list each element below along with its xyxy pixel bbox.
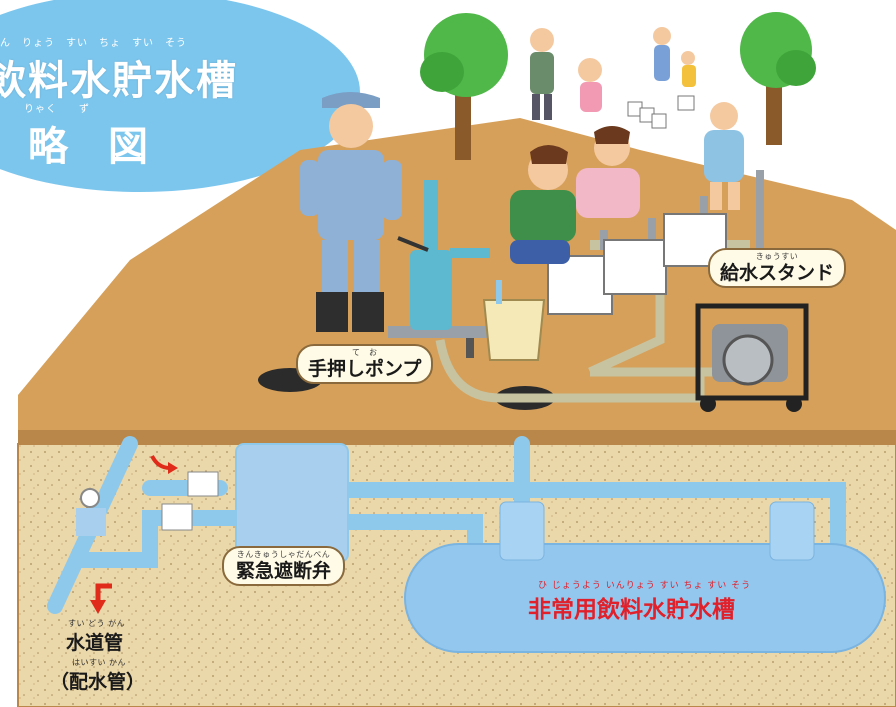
water-containers-front (547, 213, 727, 315)
tank-label-ruby: ひ じょうよう いんりょう すい ちょ すい そう (538, 581, 752, 591)
label-emergency-valve-ruby: きんきゅうしゃだんべん (236, 550, 331, 559)
person-woman-apron (704, 102, 744, 210)
label-water-stand-text: 給水スタンド (720, 262, 835, 284)
distribution-pipe-ruby: はいすい かん (72, 658, 127, 667)
flow-arrow-lower (95, 583, 112, 604)
title-sub-ruby: りゃく ず (24, 104, 90, 115)
gate-valve (76, 488, 106, 536)
engine-pump (695, 303, 809, 412)
title-ruby: ん りょう すい ちょ すい そう (0, 38, 187, 49)
water-containers-row (627, 95, 695, 129)
person-kneeling-boy (510, 145, 576, 264)
ground-edge (18, 430, 896, 444)
tank-riser-left (499, 501, 545, 561)
ground-surface (18, 118, 896, 430)
person-woman-back (653, 27, 671, 81)
page-subtitle: 略 図 (28, 124, 148, 170)
distribution-pipe-label: （配水管） (50, 671, 146, 693)
person-child-back (681, 51, 696, 87)
label-hand-pump: て お 手押しポンプ (296, 344, 434, 384)
tree-left (420, 13, 508, 160)
label-emergency-valve: きんきゅうしゃだんべん 緊急遮断弁 (222, 546, 346, 586)
flow-arrow-upper-head (168, 462, 178, 474)
flow-arrow-lower-head (90, 600, 106, 614)
label-water-stand: きゅうすい 給水スタンド (708, 248, 847, 288)
person-kneeling-girl (576, 126, 640, 218)
bucket (482, 280, 546, 361)
tank-riser-right (769, 501, 815, 561)
person-old-man (530, 28, 554, 120)
person-girl (578, 58, 602, 112)
water-main-label: 水道管 (66, 632, 124, 654)
water-main-ruby: すい どう かん (68, 619, 126, 628)
tank-label: 非常用飲料水貯水槽 (528, 597, 735, 623)
label-hand-pump-ruby: て お (351, 348, 378, 357)
emergency-tank (404, 543, 886, 653)
page-title: 飲料水貯水槽 (0, 58, 238, 104)
hand-pump (388, 180, 498, 358)
tree-right (740, 12, 816, 145)
label-hand-pump-text: 手押しポンプ (308, 358, 422, 380)
worker-figure (300, 92, 402, 332)
title-badge (0, 0, 360, 192)
shutoff-valve-box (235, 443, 349, 563)
label-water-stand-ruby: きゅうすい (755, 252, 799, 261)
faucet-valves (161, 471, 219, 531)
label-emergency-valve-text: 緊急遮断弁 (236, 560, 332, 582)
